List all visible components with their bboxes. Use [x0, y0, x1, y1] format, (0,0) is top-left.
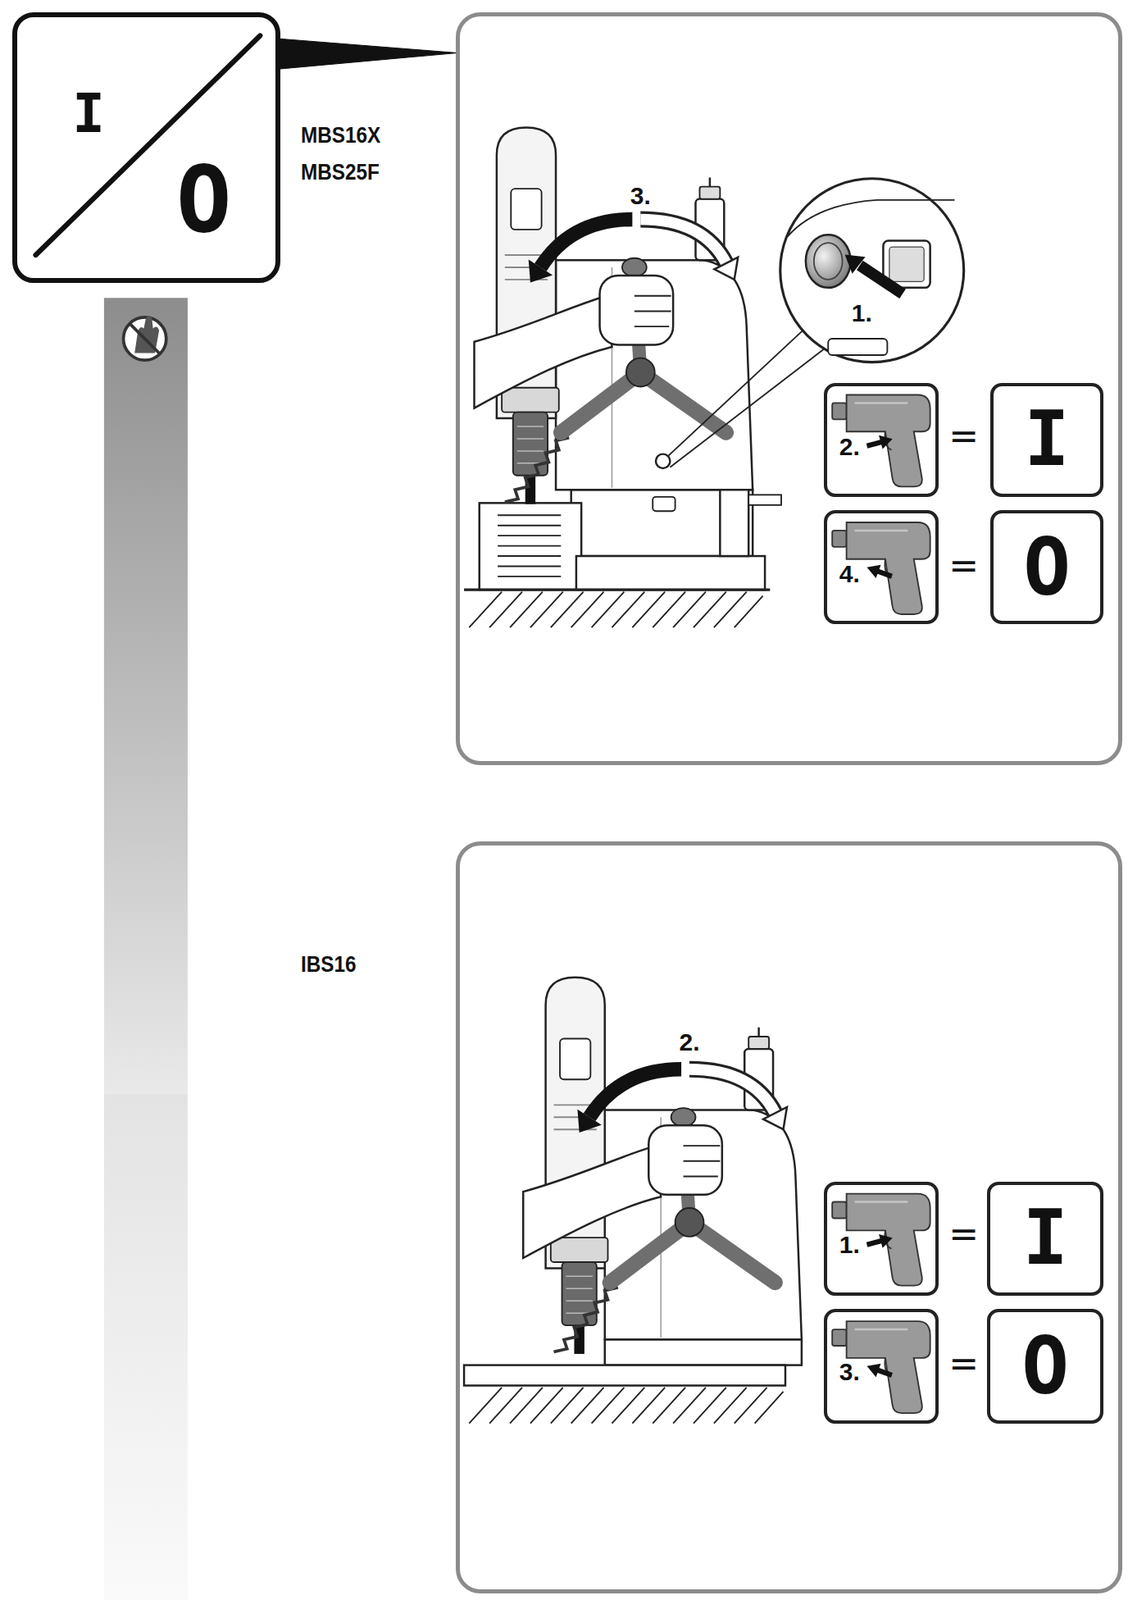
- equals-sign: =: [948, 1345, 979, 1382]
- switch-state-box: I: [987, 1181, 1104, 1296]
- prohibition-icon: [129, 322, 160, 354]
- panel-two-figure: [604, 1339, 802, 1365]
- illustration: [864, 560, 895, 583]
- magnifier: [814, 242, 843, 280]
- equals-sign: =: [948, 418, 979, 455]
- model-name: IBS16: [300, 952, 357, 975]
- panel-one-figure: [497, 514, 561, 577]
- illustration: [832, 522, 930, 615]
- magnifier: [889, 246, 924, 282]
- pointer-wedge: [278, 38, 458, 69]
- switch-symbol: O: [1021, 1326, 1069, 1406]
- equals-sign: =: [948, 1215, 979, 1252]
- switch-state-box: O: [987, 1308, 1104, 1423]
- panel-one-figure: [479, 502, 582, 590]
- button-locator: [655, 330, 824, 469]
- panel-one-figure: [748, 494, 782, 505]
- magnifier: [780, 178, 965, 363]
- callout-number: 2.: [678, 1029, 700, 1055]
- model-name: MBS16X: [300, 124, 381, 147]
- switch-symbol: O: [176, 153, 232, 246]
- illustration: [864, 1230, 895, 1251]
- illustration: [523, 977, 802, 1354]
- switch-symbol: I: [1023, 401, 1069, 478]
- instruction-panel: 2. 1. I 3. O: [455, 841, 1122, 1593]
- icon-diagonal: [36, 36, 261, 255]
- instruction-panel: 3. 1. 2. I 4. O: [455, 12, 1122, 765]
- model-name: MBS25F: [300, 161, 380, 184]
- magnifier: [859, 264, 903, 294]
- power-symbol-icon: IO: [12, 12, 281, 283]
- callout-number: 4.: [839, 561, 860, 587]
- switch-state-box: O: [990, 509, 1104, 624]
- button-locator: [669, 348, 824, 467]
- side-bar: [104, 297, 188, 1600]
- panel-one-figure: [463, 588, 770, 592]
- illustration: [864, 432, 895, 453]
- switch-state-box: I: [990, 382, 1104, 497]
- callout-number: 3.: [839, 1359, 860, 1384]
- panel-two-figure: [463, 1339, 802, 1424]
- illustration: [832, 1320, 930, 1413]
- equals-sign: =: [948, 547, 979, 584]
- callout-number: 3.: [630, 183, 651, 209]
- magnifier: [805, 234, 851, 288]
- prohibition-icon: [123, 315, 167, 360]
- magnifier: [827, 338, 887, 355]
- panel-two-figure: [463, 1364, 786, 1386]
- drill-trigger-box: 4.: [823, 509, 938, 624]
- side-bar: [104, 1093, 188, 1600]
- switch-symbol: I: [72, 86, 105, 141]
- drill-trigger-box: 3.: [823, 1308, 938, 1423]
- illustration: [474, 127, 754, 505]
- button-locator: [668, 330, 803, 456]
- magnifier: [780, 178, 965, 363]
- panel-one-figure: [463, 471, 782, 628]
- illustration: [832, 394, 930, 487]
- panel-two-figure: [468, 1387, 783, 1424]
- callout-number: 1.: [851, 300, 873, 326]
- panel-one-figure: [652, 496, 675, 511]
- callout-number: 1.: [839, 1232, 860, 1257]
- drill-trigger-box: 1.: [823, 1181, 938, 1296]
- illustration: [832, 1193, 930, 1286]
- button-locator: [655, 454, 670, 469]
- switch-symbol: I: [1023, 1200, 1069, 1276]
- magnifier: [845, 254, 866, 273]
- drill-trigger-box: 2.: [823, 382, 938, 497]
- illustration: [864, 1359, 895, 1382]
- callout-number: 2.: [839, 434, 860, 460]
- switch-symbol: O: [1023, 527, 1071, 607]
- magnifier: [786, 200, 955, 237]
- panel-one-figure: [468, 591, 763, 628]
- side-bar: [104, 297, 188, 1093]
- panel-one-figure: [576, 555, 765, 590]
